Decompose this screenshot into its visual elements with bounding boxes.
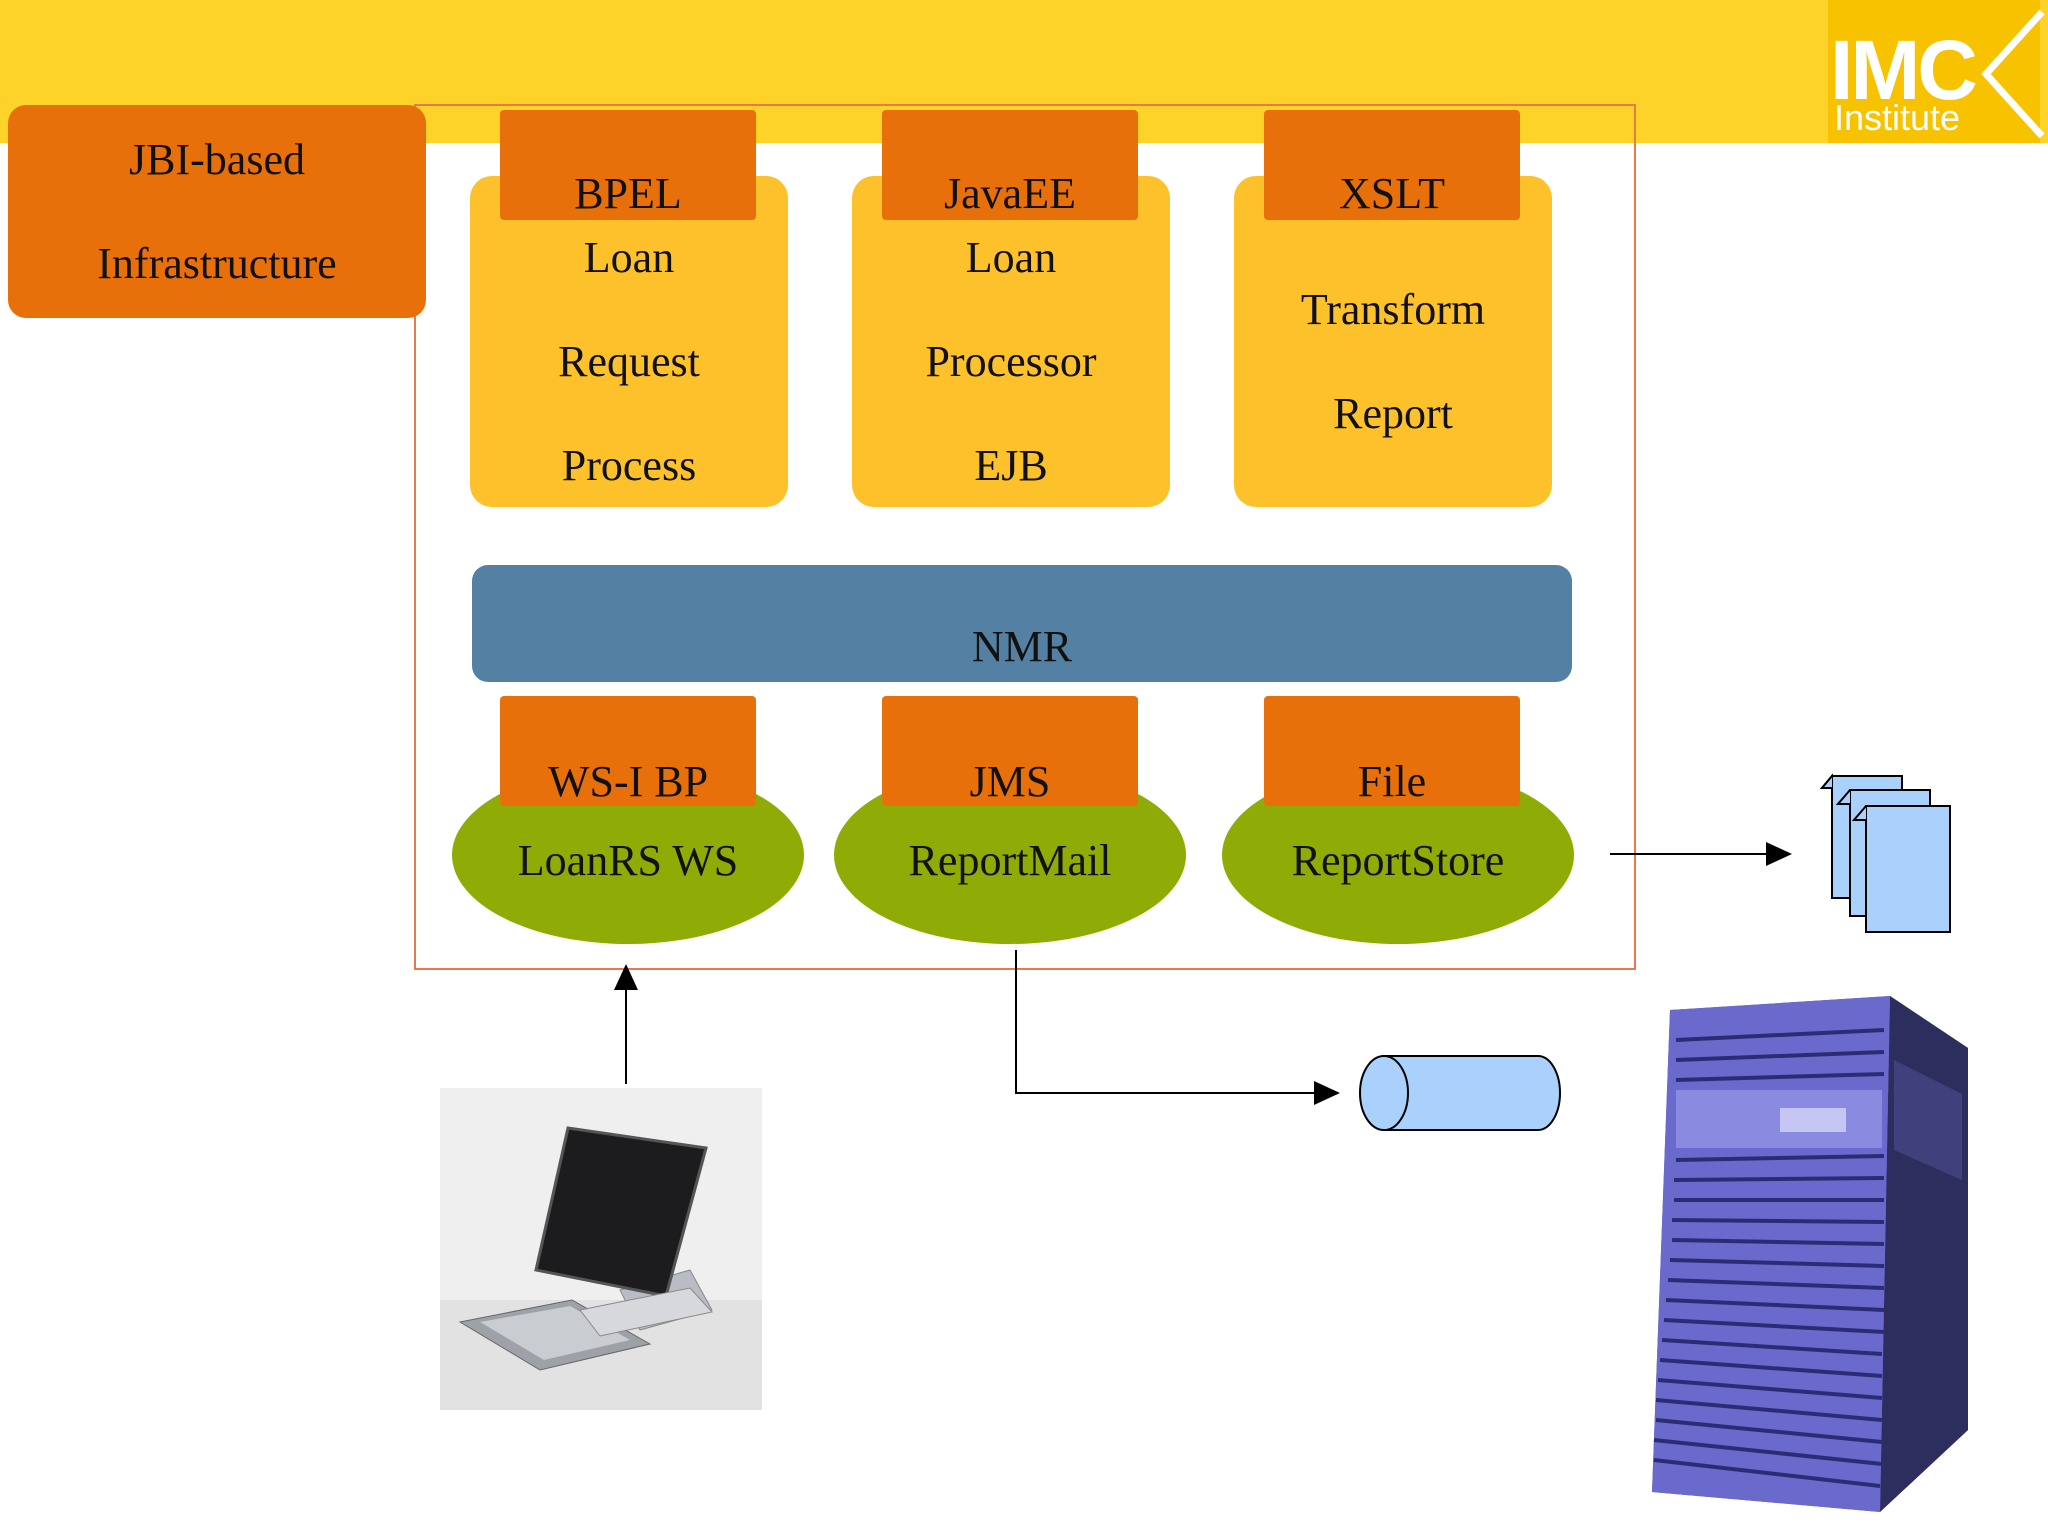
document-stack-icon [1819,773,1951,933]
bc-tab-file: File [1264,696,1520,806]
desktop-computer-icon [440,1088,762,1410]
se-line: Loan [583,232,675,282]
nmr-bar: NMR [472,565,1572,682]
jbi-line-2: Infrastructure [97,238,337,288]
se-line: Request [558,336,700,386]
jbi-line-1: JBI-based [129,134,305,184]
service-engine-xslt: Transform Report [1234,176,1552,507]
se-tab-javaee: JavaEE [882,110,1138,220]
service-engine-bpel: Loan Request Process [470,176,788,507]
se-line: EJB [974,440,1048,490]
se-line: Report [1333,388,1453,438]
jbi-container [414,104,1636,970]
bc-label: LoanRS WS [517,835,739,885]
bc-tab-wsi-bp: WS-I BP [500,696,756,806]
jbi-infrastructure-label: JBI-based Infrastructure [8,105,426,318]
queue-cylinder-icon [1359,1055,1561,1131]
imc-logo: IMC Institute [1820,0,2048,143]
service-engine-javaee: Loan Processor EJB [852,176,1170,507]
se-tab-bpel: BPEL [500,110,756,220]
bc-label: ReportStore [1291,835,1505,885]
se-line: Process [561,440,697,490]
bc-label: ReportMail [908,835,1112,885]
server-tower-icon [1652,996,1968,1512]
se-line: Loan [965,232,1057,282]
bc-tab-jms: JMS [882,696,1138,806]
logo-background [1828,0,2040,143]
logo-chevron-icon [1981,9,2045,139]
se-line: Processor [925,336,1097,386]
se-tab-xslt: XSLT [1264,110,1520,220]
logo-subtitle: Institute [1834,97,1961,138]
logo-text: IMC [1830,23,1978,117]
arrow-reportmail-to-queue [1015,950,1340,1105]
se-line: Transform [1300,284,1486,334]
